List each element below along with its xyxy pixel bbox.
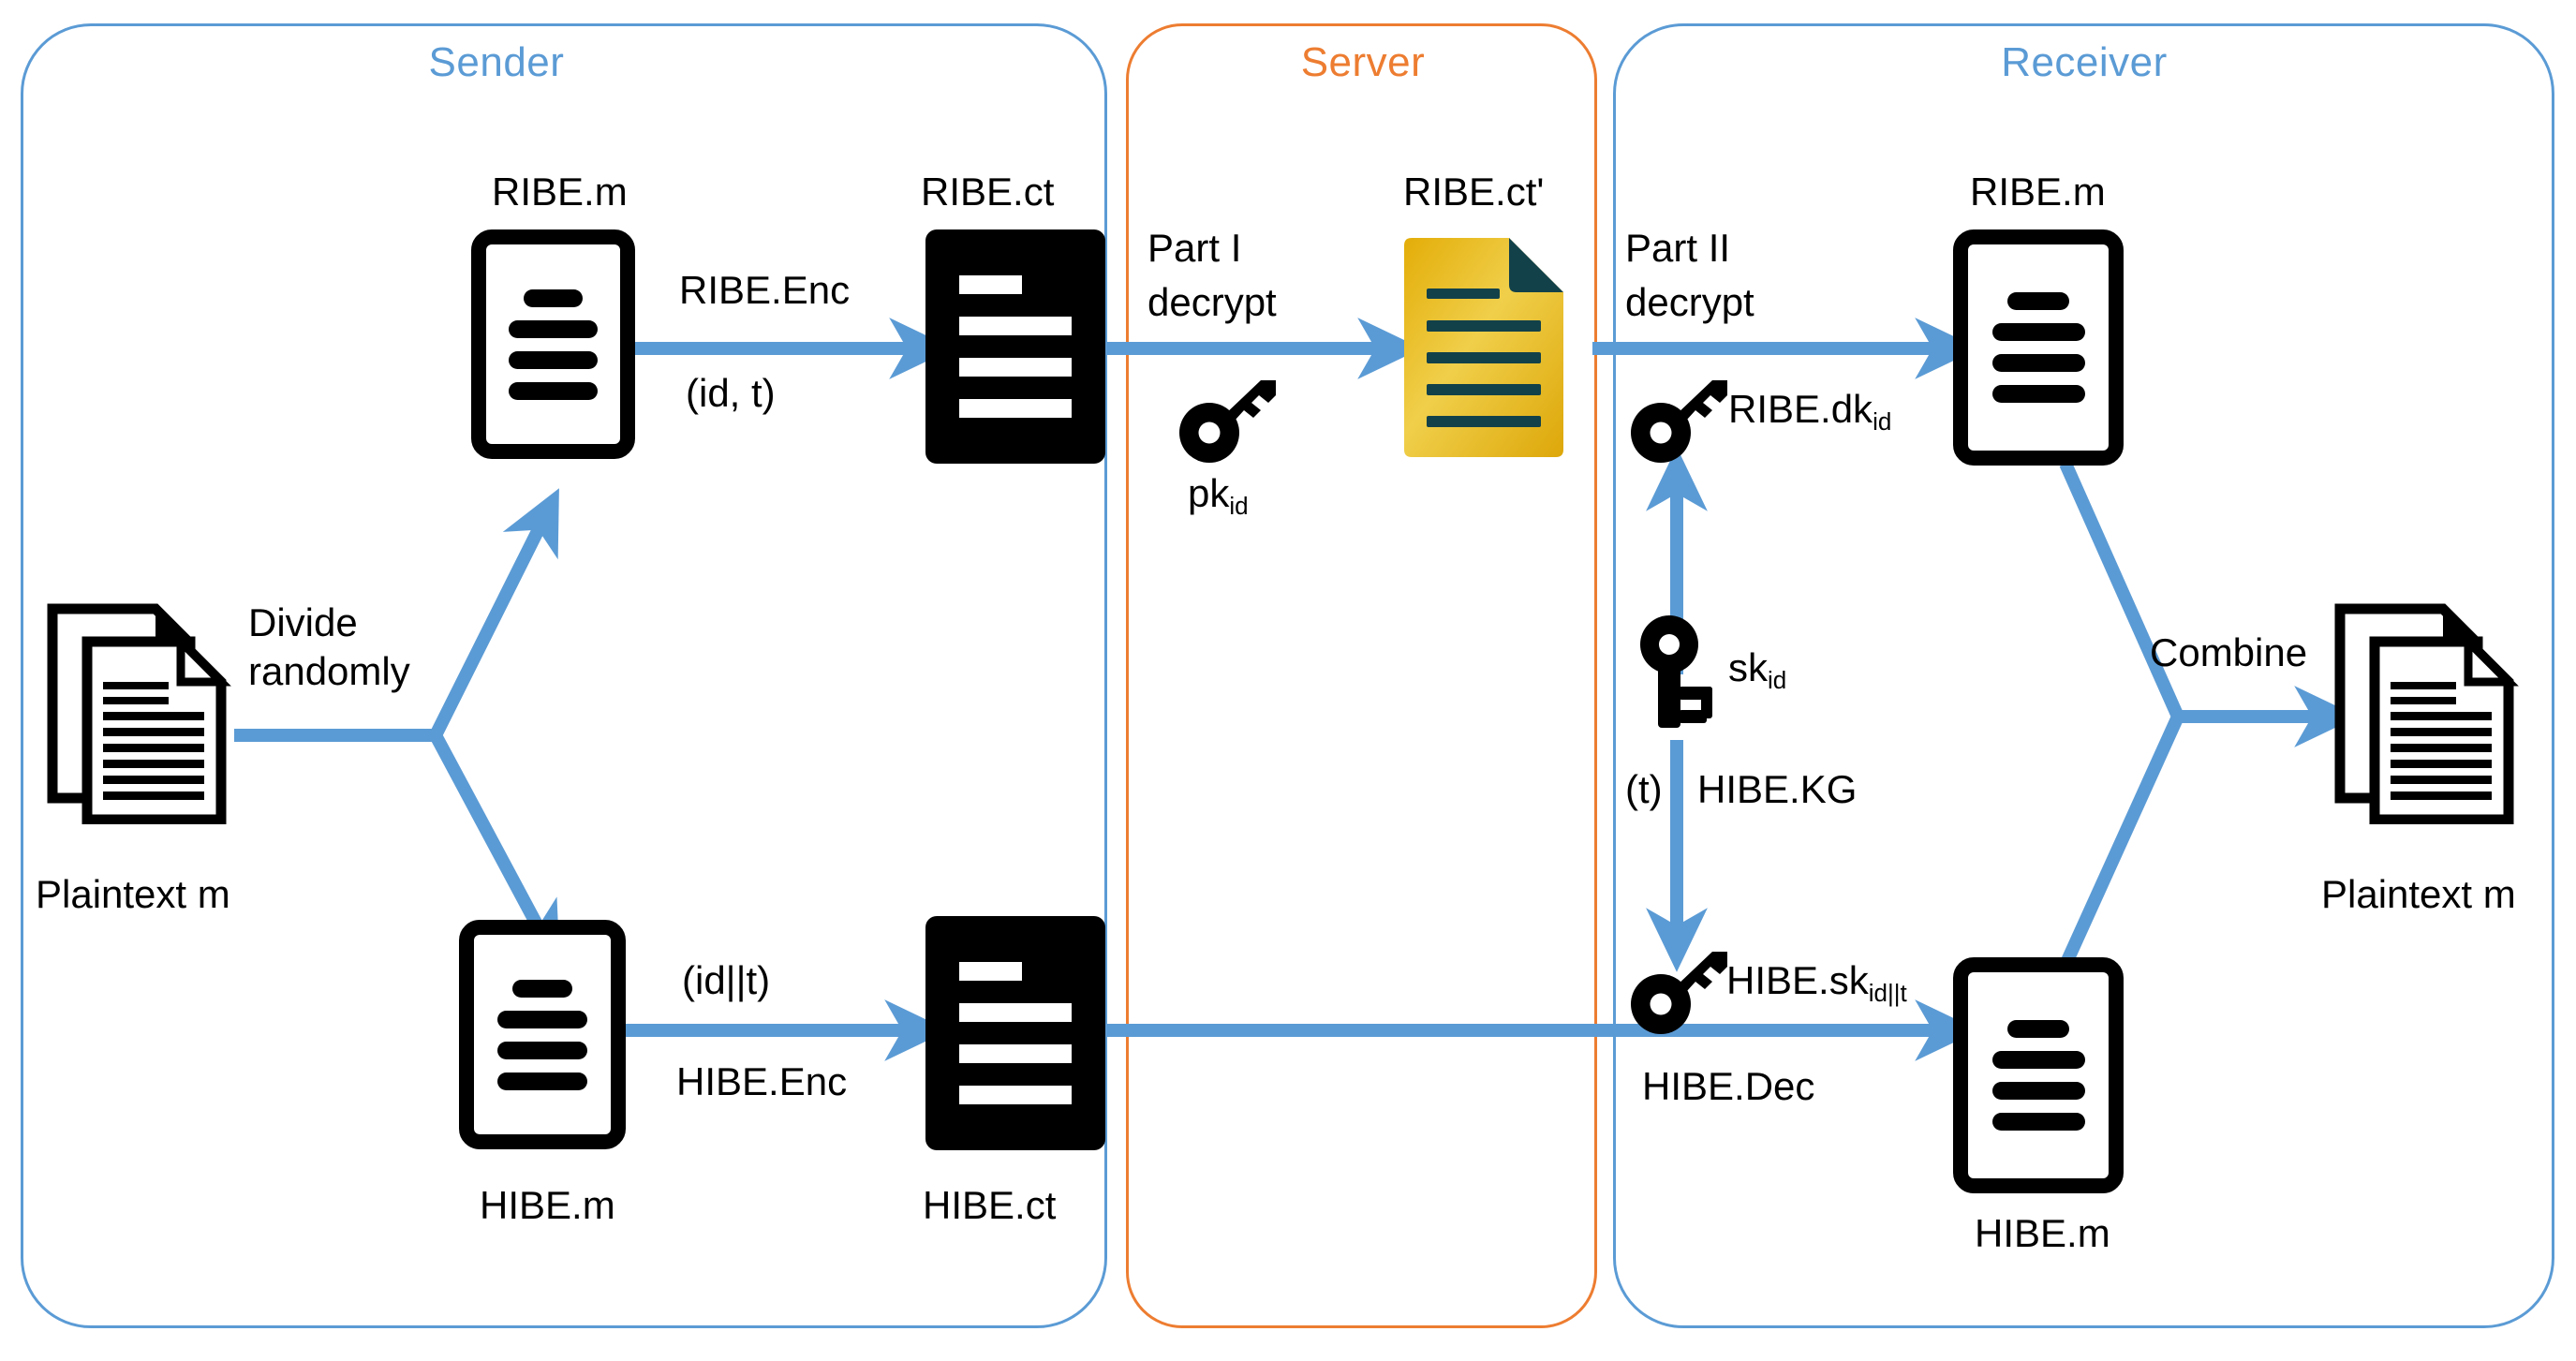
paper-stack-icon-result (2332, 599, 2520, 825)
paper-stack-icon (45, 599, 232, 825)
document-icon-ribe-m (471, 229, 635, 459)
sk-base: sk (1728, 645, 1768, 689)
divide-label-line1: Divide (248, 600, 358, 644)
ribe-dk-base: RIBE.dk (1728, 387, 1873, 431)
part2-decrypt-line2: decrypt (1625, 280, 1754, 324)
zone-title-sender: Sender (428, 39, 565, 85)
ribe-enc-label: RIBE.Enc (679, 268, 851, 312)
hibe-sk-subscript: id||t (1868, 978, 1907, 1007)
doc-line (509, 319, 598, 338)
ribe-ct-prime-label: RIBE.ct' (1403, 170, 1545, 214)
doc-line (1991, 1051, 2085, 1069)
key-icon-sk (1632, 614, 1725, 735)
combine-label: Combine (2150, 630, 2308, 674)
doc-line (1991, 354, 2085, 372)
doc-line (2007, 292, 2069, 310)
doc-line (1991, 385, 2085, 403)
ct-line (958, 962, 1022, 981)
hibe-enc-args-label: (id||t) (682, 958, 771, 1002)
sk-id-label: skid (1728, 644, 1787, 694)
ct-line (959, 358, 1072, 377)
ribe-dk-subscript: id (1873, 407, 1892, 436)
pk-base: pk (1188, 471, 1230, 515)
doc-line (1991, 1113, 2085, 1131)
part1-decrypt-line2: decrypt (1147, 280, 1277, 324)
document-icon-hibe-m-receiver (1953, 957, 2124, 1193)
doc-line (2007, 1020, 2069, 1038)
zone-title-receiver: Receiver (2001, 39, 2168, 85)
plaintext-label-sender: Plaintext m (36, 872, 230, 916)
hibe-sk-label: HIBE.skid||t (1726, 957, 1907, 1007)
document-icon-hibe-m-sender (459, 920, 626, 1149)
part2-decrypt-line1: Part II (1625, 226, 1731, 270)
ct-line (959, 1044, 1072, 1063)
doc-line (496, 1072, 588, 1090)
ct-line (959, 317, 1072, 335)
key-icon-ribe-dk (1630, 375, 1733, 465)
doc-line (1991, 1082, 2085, 1100)
hibe-m-label-sender: HIBE.m (480, 1183, 615, 1227)
hibe-sk-base: HIBE.sk (1726, 958, 1869, 1002)
key-icon-pk (1178, 375, 1281, 465)
hibe-dec-label: HIBE.Dec (1642, 1064, 1815, 1108)
sk-subscript: id (1768, 665, 1787, 694)
hibe-kg-label: HIBE.KG (1697, 767, 1858, 811)
zone-server (1126, 23, 1597, 1328)
hibe-kg-arg-label: (t) (1625, 767, 1663, 811)
hibe-m-label-receiver: HIBE.m (1975, 1211, 2110, 1255)
zone-receiver (1613, 23, 2554, 1328)
ciphertext-icon-ribe-ct (925, 229, 1105, 464)
ct-line (958, 275, 1022, 294)
ribe-dk-id-label: RIBE.dkid (1728, 386, 1892, 436)
ct-line (959, 399, 1072, 418)
ribe-m-label-receiver: RIBE.m (1970, 170, 2106, 214)
zone-sender (21, 23, 1107, 1328)
pk-id-label: pkid (1188, 470, 1249, 520)
partially-decrypted-document-icon (1399, 234, 1569, 459)
pk-subscript: id (1229, 491, 1249, 520)
ribe-enc-args-label: (id, t) (686, 371, 776, 415)
ct-line (959, 1086, 1072, 1104)
doc-line (511, 979, 573, 998)
ciphertext-icon-hibe-ct (925, 916, 1105, 1150)
doc-line (1991, 323, 2085, 341)
zone-title-server: Server (1300, 39, 1426, 85)
ribe-m-label-sender: RIBE.m (492, 170, 628, 214)
doc-line (496, 1041, 588, 1059)
plaintext-label-receiver: Plaintext m (2321, 872, 2516, 916)
ct-line (959, 1003, 1072, 1022)
document-icon-ribe-m-receiver (1953, 229, 2124, 466)
doc-line (509, 350, 598, 369)
part1-decrypt-line1: Part I (1147, 226, 1242, 270)
doc-line (509, 381, 598, 400)
ribe-ct-label-sender: RIBE.ct (921, 170, 1055, 214)
hibe-enc-label: HIBE.Enc (676, 1059, 848, 1103)
doc-line (524, 288, 583, 307)
doc-line (496, 1010, 588, 1028)
hibe-ct-label-sender: HIBE.ct (923, 1183, 1057, 1227)
key-icon-hibe-sk (1630, 946, 1733, 1036)
divide-label-line2: randomly (248, 649, 410, 693)
